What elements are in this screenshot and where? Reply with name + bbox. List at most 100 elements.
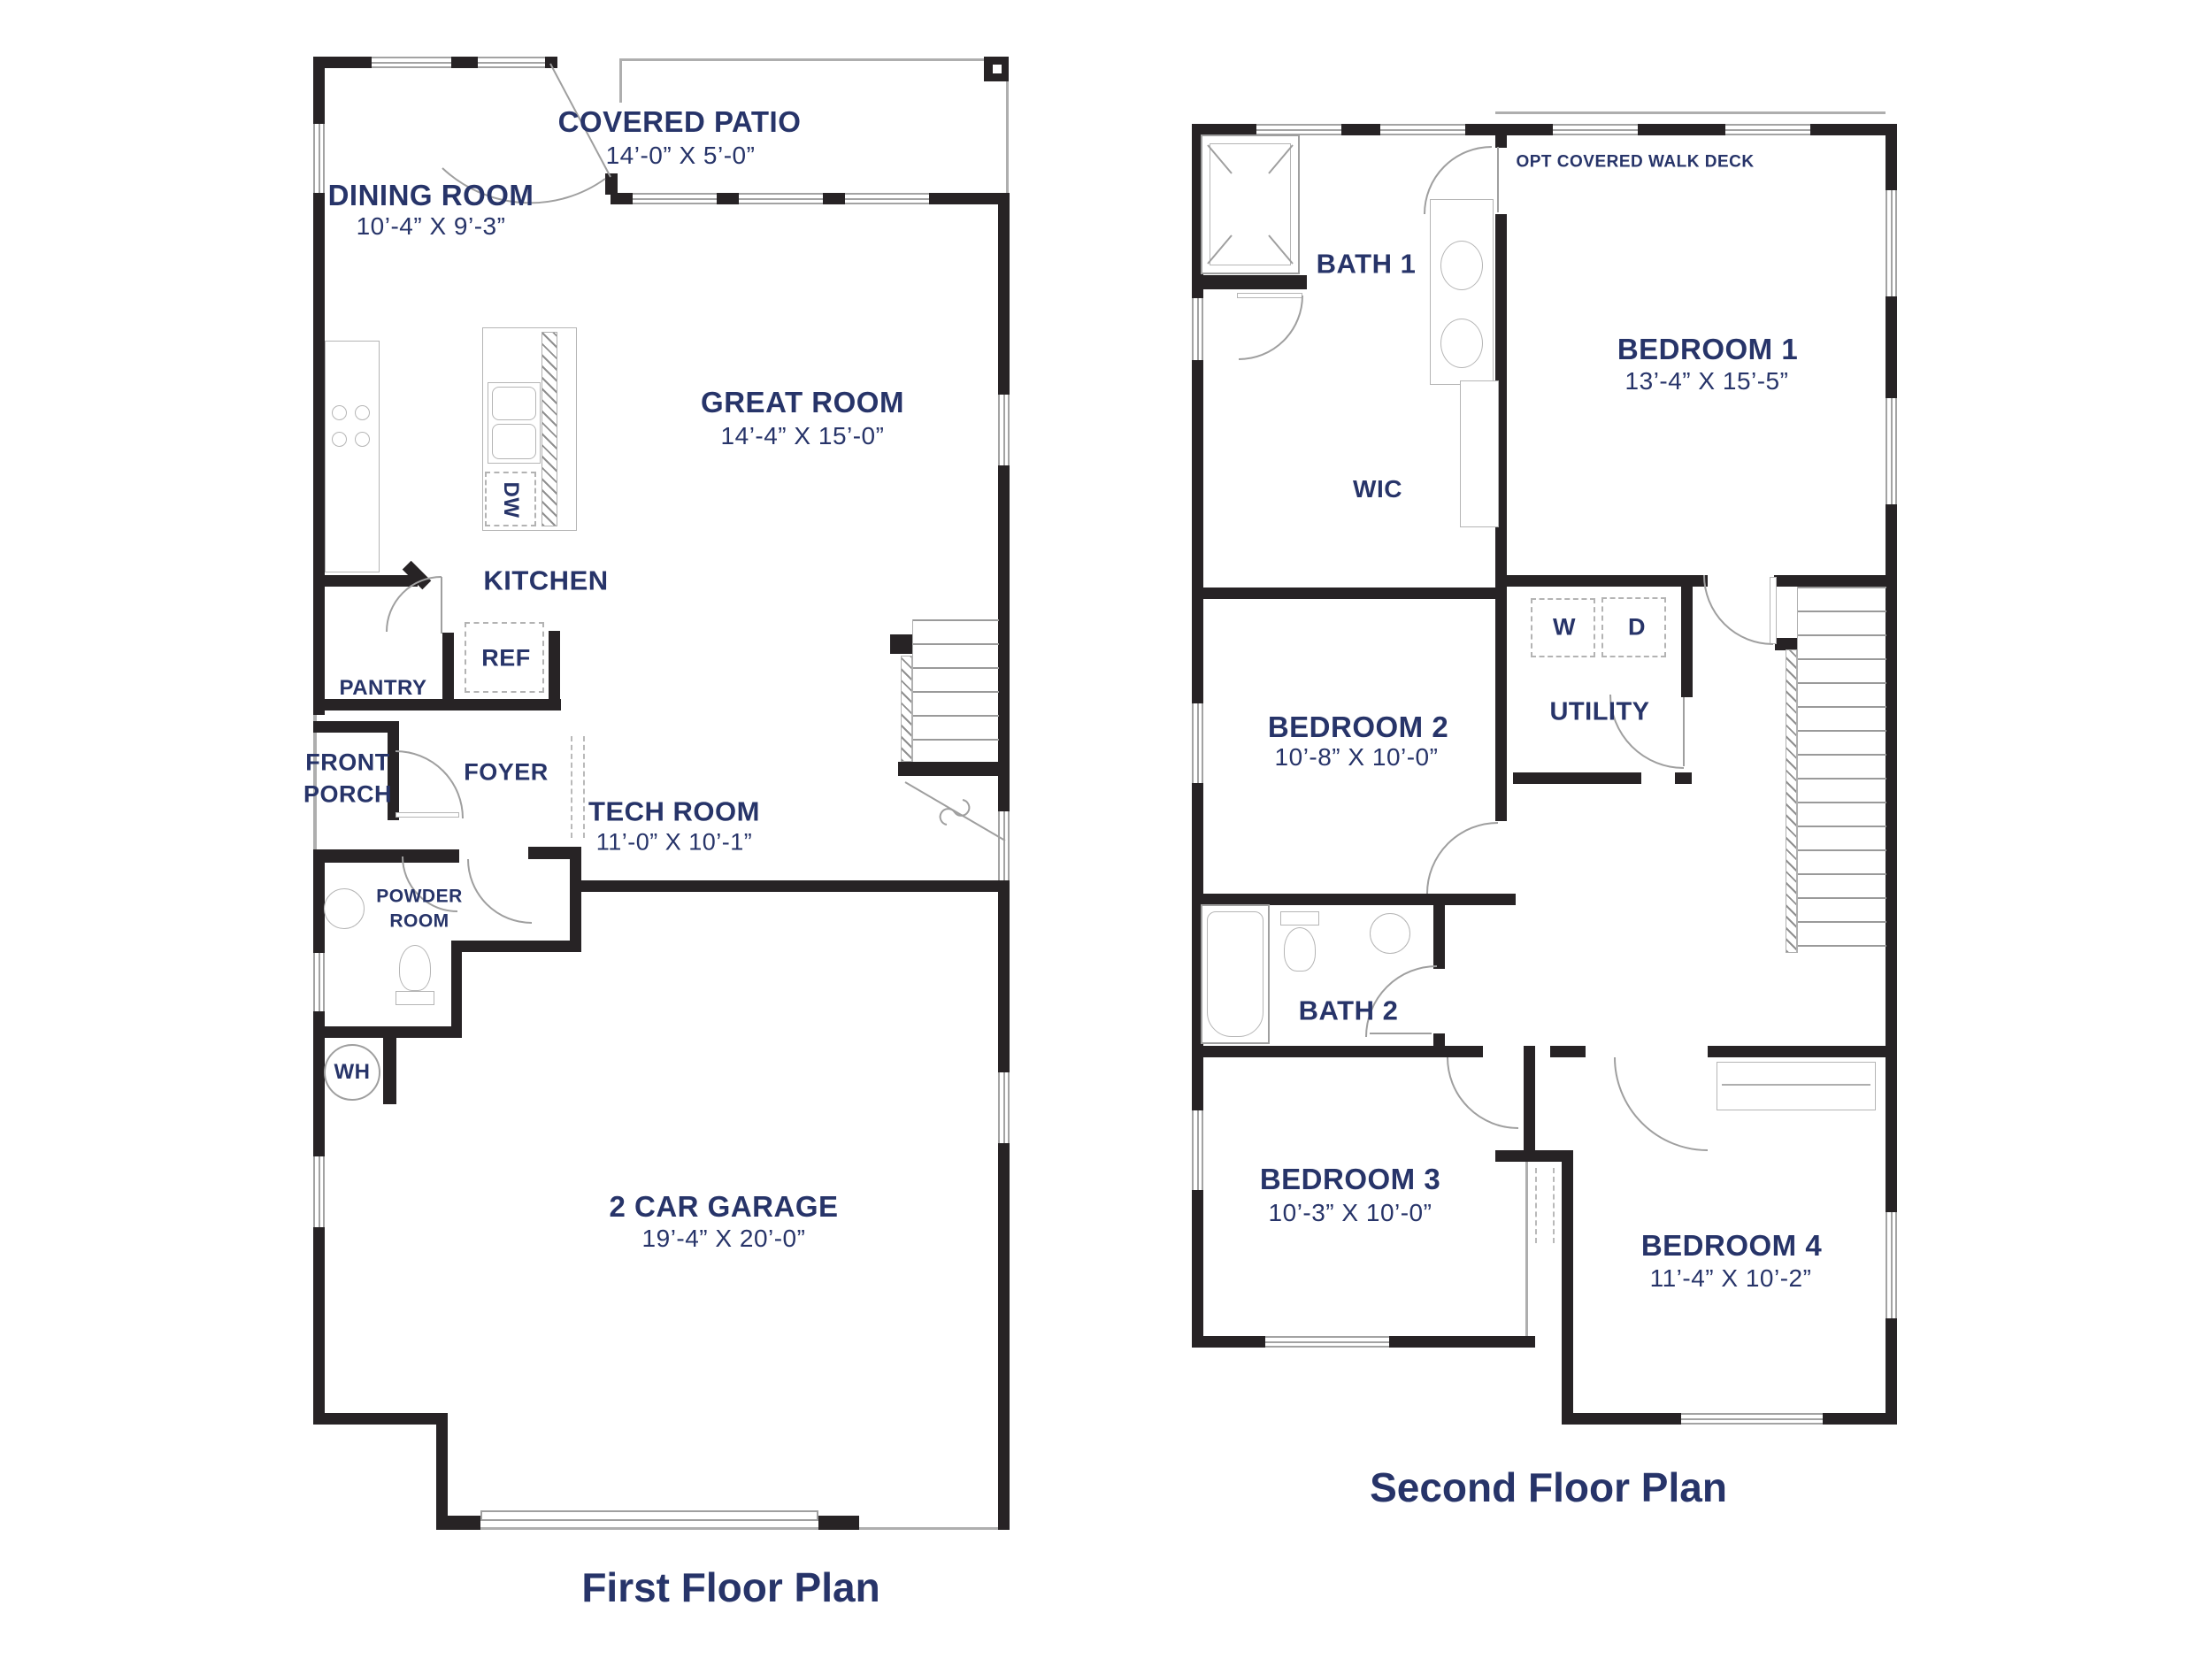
wall-segment — [717, 193, 739, 204]
wall-segment — [1886, 504, 1897, 1212]
wall-segment — [545, 57, 557, 68]
room-dims-bedroom1: 13’-4” X 15’-5” — [1624, 366, 1789, 395]
plan-graphic — [1207, 911, 1263, 1037]
plan-line — [442, 167, 606, 204]
wall-segment — [1708, 1046, 1886, 1057]
dashed-opening-line — [571, 736, 572, 838]
window — [478, 57, 545, 68]
toilet-tank — [1280, 911, 1319, 926]
stairs — [912, 619, 999, 763]
wall-segment — [1192, 1336, 1265, 1348]
toilet-tank — [396, 991, 434, 1005]
wall-segment — [1524, 1046, 1535, 1162]
toilet-bowl — [399, 945, 431, 991]
thin-edge-line — [313, 715, 317, 849]
label-walk-deck: OPT COVERED WALK DECK — [1516, 152, 1755, 172]
room-label-bedroom1: BEDROOM 1 — [1617, 333, 1799, 366]
wall-segment — [898, 762, 1010, 776]
wall-segment — [388, 721, 399, 820]
wall-segment — [1495, 124, 1507, 148]
room-label-front-porch-2: PORCH — [303, 780, 393, 808]
thin-edge-line — [436, 1527, 1010, 1530]
wall-segment — [570, 847, 581, 952]
plan-line — [1609, 694, 1685, 769]
room-label-kitchen: KITCHEN — [483, 565, 609, 596]
wall-segment — [998, 465, 1010, 811]
window — [1886, 1212, 1897, 1318]
wall-segment — [1495, 214, 1507, 821]
label-dryer: D — [1628, 613, 1646, 641]
garage-door — [480, 1510, 818, 1521]
wall-segment — [1886, 296, 1897, 398]
room-label-powder-2: ROOM — [389, 910, 449, 932]
cooktop-burner — [332, 432, 347, 447]
wall-segment — [998, 882, 1010, 1072]
wall-segment — [1433, 894, 1445, 969]
wall-segment — [1675, 772, 1692, 784]
plan-line — [402, 856, 458, 912]
room-dims-garage: 19’-4” X 20’-0” — [641, 1224, 806, 1252]
wall-segment — [1192, 1190, 1203, 1348]
plan-line — [1426, 822, 1499, 895]
wall-segment — [1774, 575, 1886, 587]
wall-segment — [581, 880, 1010, 892]
wall-segment — [1192, 360, 1203, 703]
sink-bowl — [492, 424, 536, 459]
wall-segment — [1192, 588, 1504, 599]
wall-segment — [442, 633, 454, 703]
window — [1192, 703, 1203, 783]
room-label-pantry: PANTRY — [339, 676, 427, 701]
wall-segment — [549, 631, 560, 699]
wall-segment — [1192, 783, 1203, 1110]
window — [1192, 298, 1203, 360]
wall-segment — [313, 1413, 448, 1425]
wall-segment — [436, 1516, 480, 1530]
wall-segment — [313, 57, 325, 124]
wall-segment — [1810, 124, 1897, 135]
toilet-bowl — [1284, 927, 1316, 972]
cooktop-burner — [355, 432, 370, 447]
plan-line — [1614, 1056, 1709, 1151]
window — [998, 811, 1010, 882]
plan-line — [939, 799, 971, 826]
wall-segment — [451, 941, 462, 1038]
wall-segment — [1341, 124, 1380, 135]
wall-segment — [1192, 124, 1256, 135]
refrigerator-box — [465, 622, 544, 693]
window — [1725, 124, 1810, 135]
thin-edge-line — [1006, 58, 1009, 193]
wall-segment — [313, 849, 325, 953]
room-dims-tech: 11’-0” X 10’-1” — [595, 828, 753, 856]
room-label-dining: DINING ROOM — [327, 179, 534, 212]
plan-line — [386, 576, 442, 633]
vanity-sink — [1440, 319, 1483, 368]
thin-edge-line — [1525, 1162, 1528, 1336]
dashed-opening-line — [1553, 1168, 1555, 1243]
vanity-sink — [1440, 241, 1483, 290]
wall-segment — [313, 849, 459, 863]
label-refrigerator: REF — [481, 644, 531, 672]
stair-rail-hatch — [901, 656, 912, 762]
stair-rail-hatch — [1786, 649, 1797, 953]
wall-segment — [313, 57, 372, 68]
wall-segment — [1562, 1150, 1573, 1425]
plan-line — [549, 63, 611, 178]
first-floor-title: First Floor Plan — [581, 1564, 880, 1611]
bath2-sink — [1370, 913, 1410, 954]
room-dims-bedroom2: 10’-8” X 10’-0” — [1274, 742, 1439, 771]
wall-segment — [605, 173, 618, 195]
sink-bowl — [492, 387, 536, 420]
wall-segment — [998, 1143, 1010, 1504]
room-dims-great: 14’-4” X 15’-0” — [720, 421, 885, 449]
wall-segment — [998, 1504, 1010, 1530]
front-door-leaf — [396, 812, 459, 818]
window — [1380, 124, 1465, 135]
room-label-bedroom2: BEDROOM 2 — [1267, 710, 1449, 744]
stair-newel-post — [1775, 638, 1798, 650]
wall-segment — [1465, 124, 1553, 135]
window — [845, 193, 929, 204]
stairs — [1797, 587, 1886, 953]
dishwasher-box — [485, 472, 536, 526]
wall-segment — [313, 1011, 325, 1156]
